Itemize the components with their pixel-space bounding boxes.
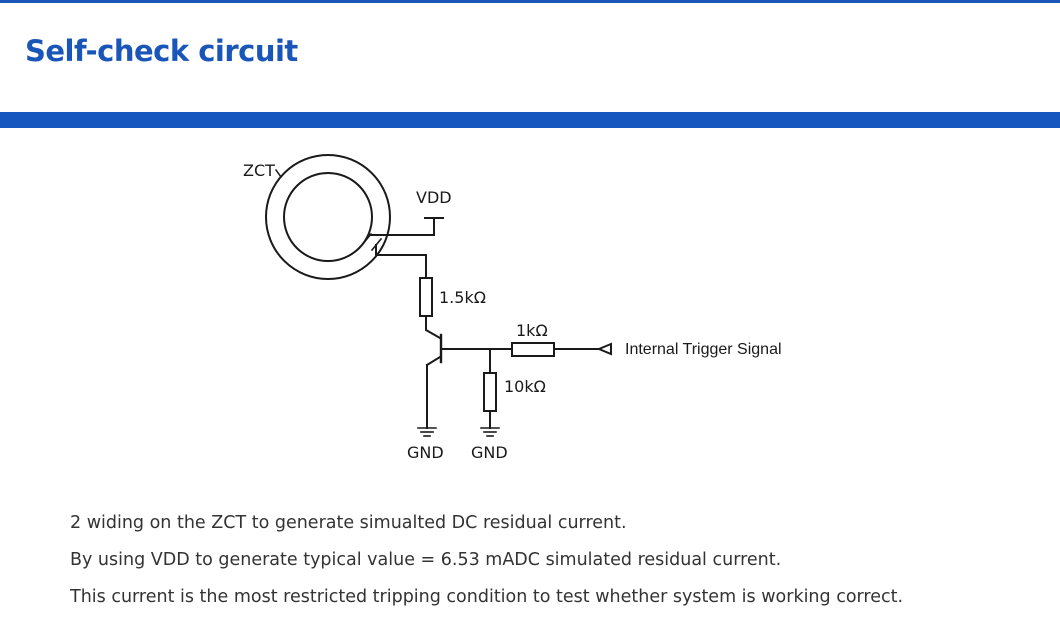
- resistor-1-5k: [419, 277, 433, 317]
- label-internal-trigger-signal: Internal Trigger Signal: [625, 341, 782, 358]
- wire-zct-r1: [375, 244, 427, 279]
- label-gnd-2: GND: [471, 443, 508, 462]
- zct-outer-ring: [265, 154, 391, 280]
- description-line: This current is the most restricted trip…: [70, 587, 904, 607]
- description-line: By using VDD to generate typical value =…: [70, 550, 782, 570]
- ground-icon-1: [417, 427, 437, 437]
- page-title: Self-check circuit: [25, 34, 298, 68]
- label-r1: 1.5kΩ: [439, 288, 486, 307]
- label-r3: 10kΩ: [504, 377, 546, 396]
- wire-zct-vdd: [369, 217, 435, 236]
- label-vdd: VDD: [416, 188, 452, 207]
- resistor-1k: [511, 342, 555, 357]
- transistor-emitter: [425, 355, 442, 367]
- description: 2 widing on the ZCT to generate simualte…: [70, 511, 1030, 622]
- description-line: 2 widing on the ZCT to generate simualte…: [70, 513, 627, 533]
- signal-arrow-icon: [596, 342, 612, 356]
- label-r2: 1kΩ: [516, 321, 548, 340]
- label-gnd-1: GND: [407, 443, 444, 462]
- resistor-10k: [483, 372, 497, 412]
- label-zct: ZCT: [243, 161, 275, 180]
- section-band: [0, 112, 1060, 128]
- zct-inner-ring: [283, 172, 373, 262]
- zct-label-leader: [274, 168, 283, 179]
- wire-r1-collector: [425, 315, 442, 340]
- top-rule: [0, 0, 1060, 3]
- ground-icon-2: [480, 427, 500, 437]
